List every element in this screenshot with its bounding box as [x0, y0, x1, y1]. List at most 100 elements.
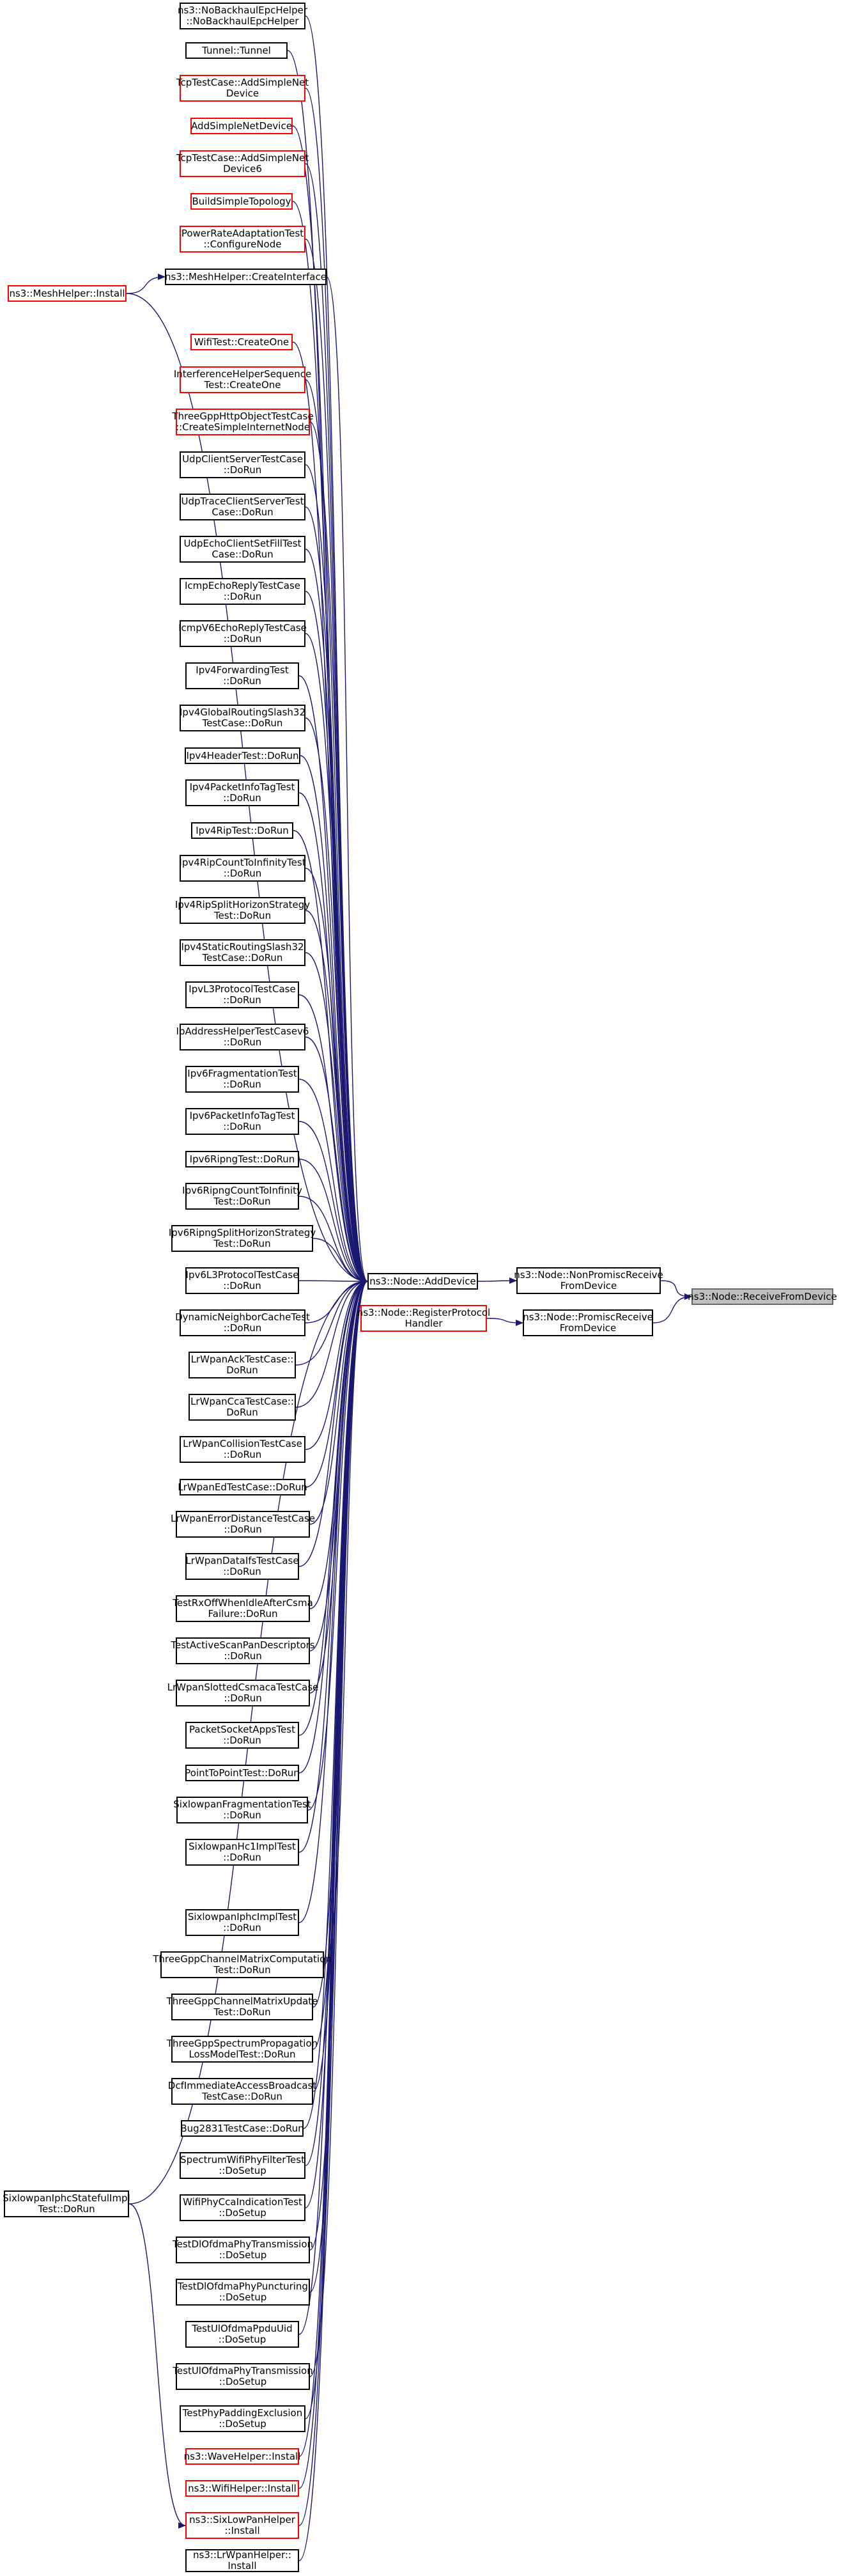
node-label: TestCase::DoRun — [202, 2091, 282, 2102]
node-label: IcmpEchoReplyTestCase — [184, 580, 300, 591]
node-n57[interactable]: TestUlOfdmaPpduUid::DoSetup — [185, 2321, 299, 2348]
node-mesh-install[interactable]: ns3::MeshHelper::Install — [8, 285, 127, 302]
node-label: ns3::Node::ReceiveFromDevice — [688, 1290, 837, 1302]
edge-n29-to-add_device — [298, 1159, 368, 1284]
node-n38[interactable]: LrWpanErrorDistanceTestCase::DoRun — [171, 1511, 315, 1538]
node-label: ns3::Node::NonPromiscReceive — [514, 1269, 663, 1281]
node-label: ::DoSetup — [218, 2334, 266, 2345]
node-label: Bug2831TestCase::DoRun — [180, 2122, 304, 2134]
node-n55[interactable]: TestDlOfdmaPhyTransmission::DoSetup — [173, 2236, 313, 2263]
node-n4[interactable]: AddSimpleNetDevice — [190, 118, 293, 134]
node-n9[interactable]: WifiTest::CreateOne — [190, 334, 293, 350]
edge-n18-to-add_device — [305, 717, 368, 1284]
node-n25[interactable]: IpvL3ProtocolTestCase::DoRun — [185, 981, 299, 1008]
node-n52[interactable]: Bug2831TestCase::DoRun — [180, 2120, 304, 2137]
node-n62[interactable]: ns3::SixLowPanHelper::Install — [185, 2512, 299, 2539]
node-n15[interactable]: IcmpEchoReplyTestCase::DoRun — [180, 578, 305, 605]
node-n11[interactable]: ThreeGppHttpObjectTestCase::CreateSimple… — [172, 409, 314, 435]
node-n41[interactable]: TestActiveScanPanDescriptors::DoRun — [171, 1637, 315, 1664]
node-n17[interactable]: Ipv4ForwardingTest::DoRun — [185, 662, 299, 689]
node-label: ::DoRun — [223, 1922, 261, 1933]
edge-n35-to-add_device — [295, 1278, 368, 1408]
node-n1[interactable]: ns3::NoBackhaulEpcHelper::NoBackhaulEpcH… — [178, 3, 307, 29]
node-n58[interactable]: TestUlOfdmaPhyTransmission::DoSetup — [173, 2363, 313, 2390]
node-label: ns3::Node::RegisterProtocol — [357, 1307, 491, 1318]
node-n16[interactable]: IcmpV6EchoReplyTestCase::DoRun — [178, 620, 307, 647]
node-n35[interactable]: LrWpanCcaTestCase::DoRun — [189, 1394, 296, 1421]
node-n6[interactable]: BuildSimpleTopology — [190, 193, 293, 210]
node-label: ns3::SixLowPanHelper — [189, 2514, 295, 2525]
node-n28[interactable]: Ipv6PacketInfoTagTest::DoRun — [185, 1108, 299, 1135]
node-add-device[interactable]: ns3::Node::AddDevice — [367, 1273, 478, 1290]
node-n7[interactable]: PowerRateAdaptationTest::ConfigureNode — [180, 226, 305, 253]
node-label: ::DoRun — [223, 1735, 261, 1746]
edge-n10-to-add_device — [305, 379, 368, 1284]
node-n37[interactable]: LrWpanEdTestCase::DoRun — [178, 1479, 307, 1495]
edge-n31-to-add_device — [312, 1238, 368, 1284]
node-n45[interactable]: SixlowpanFragmentationTest::DoRun — [173, 1797, 311, 1823]
node-n61[interactable]: ns3::WifiHelper::Install — [185, 2480, 299, 2497]
node-n63[interactable]: ns3::LrWpanHelper::Install — [185, 2549, 299, 2572]
node-label: ns3::WifiHelper::Install — [188, 2482, 297, 2494]
node-label: ::DoRun — [224, 1524, 262, 1535]
edge-register_handler-to-promisc — [486, 1318, 523, 1326]
node-label: ::DoRun — [223, 994, 261, 1006]
node-n22[interactable]: Ipv4RipCountToInfinityTest::DoRun — [179, 855, 306, 882]
node-n27[interactable]: Ipv6FragmentationTest::DoRun — [185, 1066, 299, 1093]
node-label: ns3::MeshHelper::CreateInterface — [165, 270, 327, 283]
node-n56[interactable]: TestDlOfdmaPhyPuncturing::DoSetup — [176, 2279, 310, 2306]
node-label: FromDevice — [559, 1322, 617, 1334]
node-n44[interactable]: PointToPointTest::DoRun — [185, 1765, 300, 1781]
node-n33[interactable]: DynamicNeighborCacheTest::DoRun — [175, 1309, 310, 1336]
node-n32[interactable]: Ipv6L3ProtocolTestCase::DoRun — [185, 1267, 299, 1294]
node-n36[interactable]: LrWpanCollisionTestCase::DoRun — [180, 1436, 305, 1463]
node-n47[interactable]: SixlowpanIphcImplTest::DoRun — [185, 1909, 299, 1936]
node-n39[interactable]: LrWpanDataIfsTestCase::DoRun — [185, 1553, 299, 1580]
node-n29[interactable]: Ipv6RipngTest::DoRun — [185, 1151, 299, 1167]
node-label: ::DoRun — [223, 1322, 262, 1334]
node-label: ::DoRun — [223, 1809, 261, 1821]
node-n42[interactable]: LrWpanSlottedCsmacaTestCase::DoRun — [167, 1680, 318, 1706]
node-n34[interactable]: LrWpanAckTestCase::DoRun — [189, 1352, 296, 1378]
edge-n38-to-add_device — [309, 1278, 368, 1525]
node-n26[interactable]: IpAddressHelperTestCasev6::DoRun — [176, 1024, 309, 1050]
node-n59[interactable]: TestPhyPaddingExclusion::DoSetup — [180, 2405, 305, 2432]
node-n2[interactable]: Tunnel::Tunnel — [185, 42, 288, 59]
node-n12[interactable]: UdpClientServerTestCase::DoRun — [180, 451, 305, 478]
node-n21[interactable]: Ipv4RipTest::DoRun — [191, 822, 293, 839]
node-label: Ipv4PacketInfoTagTest — [189, 781, 295, 793]
node-label: UdpClientServerTestCase — [182, 453, 303, 465]
node-n54[interactable]: WifiPhyCcaIndicationTest::DoSetup — [180, 2194, 305, 2221]
node-n43[interactable]: PacketSocketAppsTest::DoRun — [185, 1722, 299, 1749]
node-n8[interactable]: ns3::MeshHelper::CreateInterface — [165, 269, 327, 285]
node-n46[interactable]: SixlowpanHc1ImplTest::DoRun — [185, 1839, 299, 1866]
node-n53[interactable]: SpectrumWifiPhyFilterTest::DoSetup — [180, 2152, 305, 2179]
node-label: ::DoSetup — [219, 2291, 267, 2303]
node-label: ::DoRun — [223, 792, 261, 804]
node-label: Ipv4RipTest::DoRun — [196, 824, 289, 836]
node-label: ::DoSetup — [219, 2376, 267, 2387]
node-label: Ipv6RipngSplitHorizonStrategy — [168, 1227, 316, 1238]
node-n20[interactable]: Ipv4PacketInfoTagTest::DoRun — [185, 779, 299, 806]
node-n19[interactable]: Ipv4HeaderTest::DoRun — [185, 747, 300, 764]
node-n60[interactable]: ns3::WaveHelper::Install — [184, 2448, 300, 2465]
